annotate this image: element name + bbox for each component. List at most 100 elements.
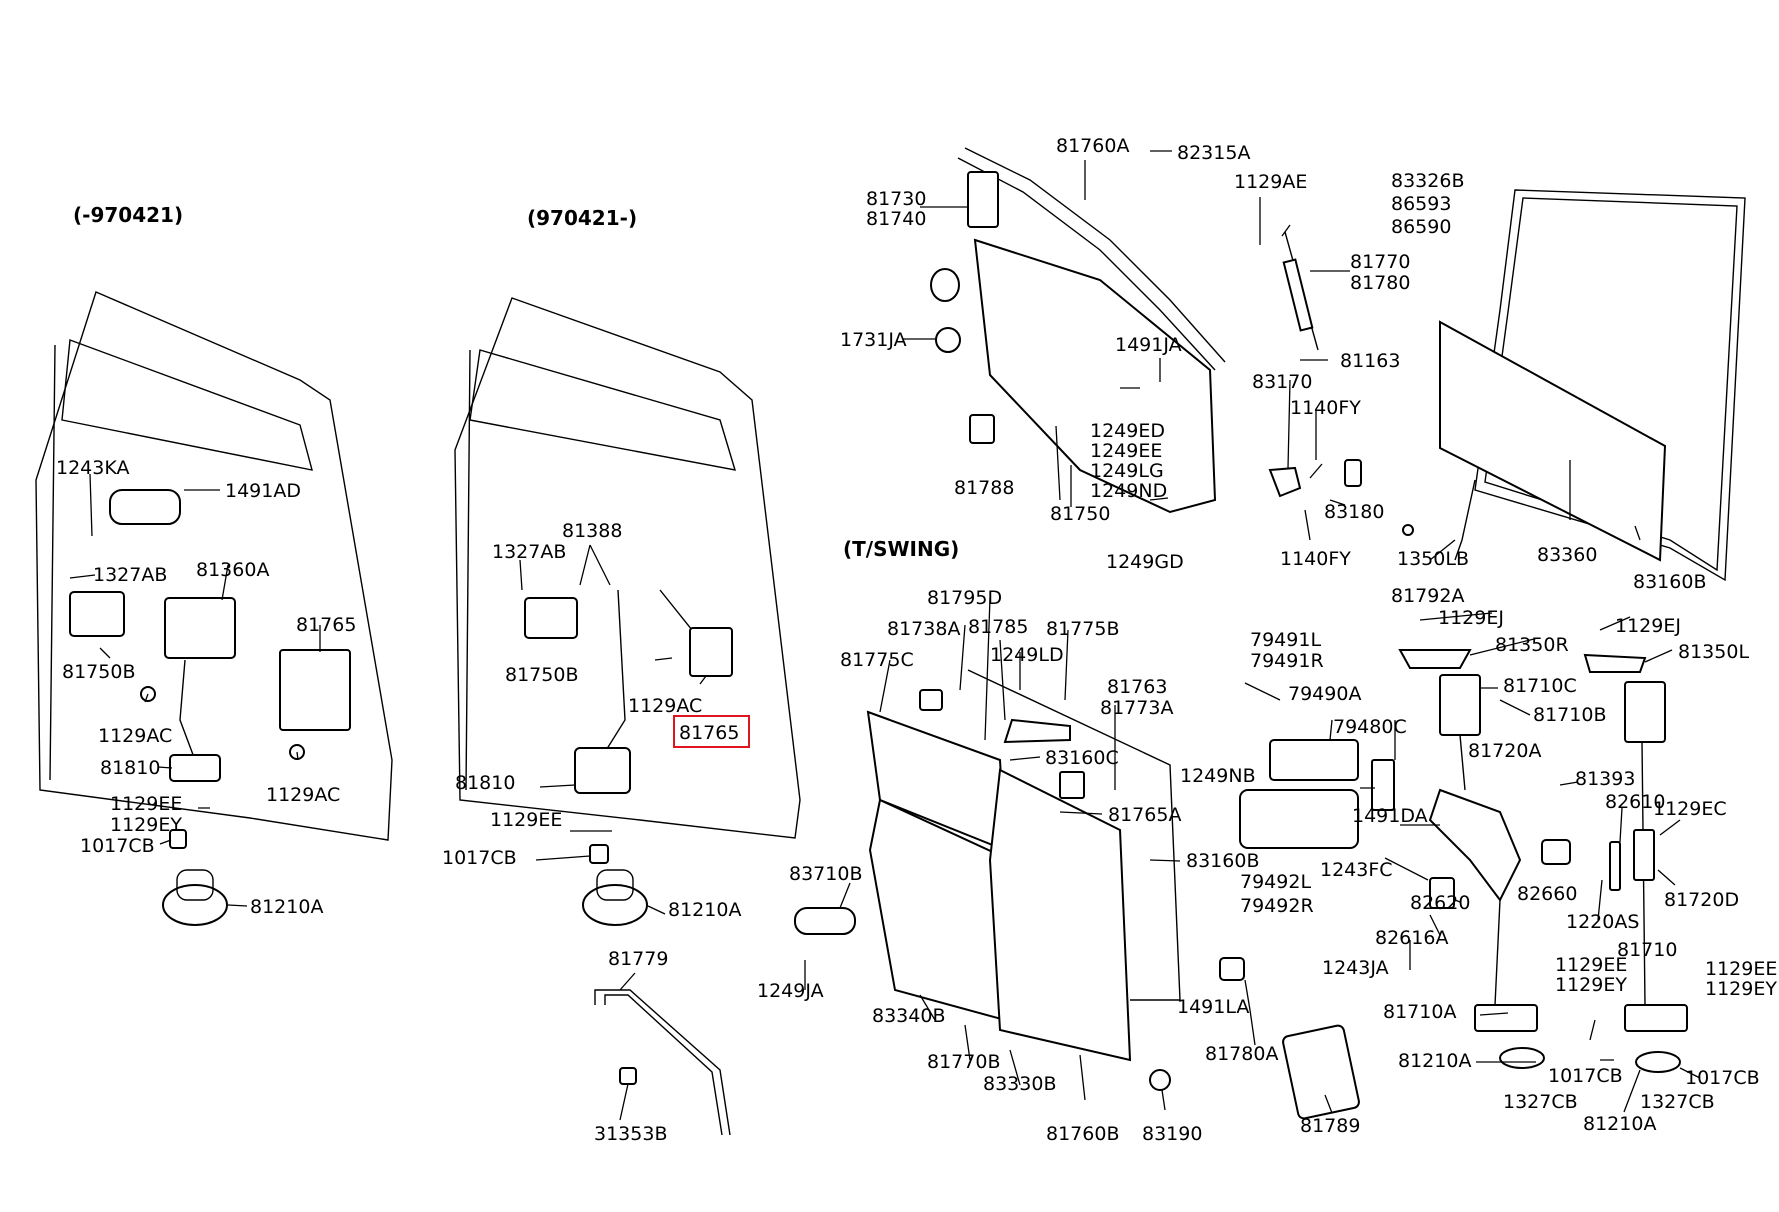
label: 1327CB xyxy=(1503,1091,1578,1113)
label: 81720A xyxy=(1468,740,1541,762)
label: 81763 xyxy=(1107,676,1167,698)
label: 81710B xyxy=(1533,704,1606,726)
label: 81775B xyxy=(1046,618,1119,640)
label: 1327AB xyxy=(492,541,566,563)
part-31353B xyxy=(619,1067,637,1085)
label: 82620 xyxy=(1410,892,1470,914)
part-81730-strip xyxy=(967,171,999,228)
label: 1129EY xyxy=(1555,974,1627,996)
part-81775B-hinge xyxy=(1003,718,1071,744)
label: 81360A xyxy=(196,559,269,581)
label: 1249ED xyxy=(1090,420,1165,442)
leader-right xyxy=(804,150,1701,1114)
part-81779 xyxy=(594,989,731,1136)
label: 83340B xyxy=(872,1005,945,1027)
label: 81210A xyxy=(1583,1113,1656,1135)
label: 83170 xyxy=(1252,371,1312,393)
highlighted-label-81765: 81765 xyxy=(679,722,739,744)
section-middle-header: (970421-) xyxy=(527,206,637,230)
part-81792A-hose xyxy=(1454,479,1476,561)
part-83180 xyxy=(1344,459,1362,487)
label: 1129AC xyxy=(628,695,702,717)
label: 1129EC xyxy=(1653,798,1727,820)
part-83190 xyxy=(1149,1069,1171,1091)
label: 1129EY xyxy=(110,814,182,836)
label: 86593 xyxy=(1391,193,1451,215)
part-79490A xyxy=(1269,739,1359,781)
left-door-inner-line xyxy=(49,344,56,781)
label: 81750B xyxy=(505,664,578,686)
label: 83710B xyxy=(789,863,862,885)
part-1017CB xyxy=(169,829,187,849)
part-1731JA xyxy=(935,327,961,353)
part-79480C xyxy=(1371,759,1395,811)
label: 81760B xyxy=(1046,1123,1119,1145)
label: 1129EE xyxy=(490,809,562,831)
middle-door-glass xyxy=(469,349,737,471)
label: 79492R xyxy=(1240,895,1314,917)
label: 81789 xyxy=(1300,1115,1360,1137)
part-82620 xyxy=(1429,877,1455,909)
part-81720D xyxy=(1633,829,1655,881)
label: 82660 xyxy=(1517,883,1577,905)
label: 82616A xyxy=(1375,927,1448,949)
label: 81765A xyxy=(1108,804,1181,826)
label: 1327CB xyxy=(1640,1091,1715,1113)
label: 81210A xyxy=(250,896,323,918)
part-83160B-seal xyxy=(1474,189,1746,582)
section-left: (-970421) 1243KA 1491AD 1327AB 81360A 81… xyxy=(35,203,393,926)
label: 1243KA xyxy=(56,457,129,479)
part-81765-lock xyxy=(279,649,351,731)
label: 1491LA xyxy=(1177,996,1249,1018)
label: 1129EE xyxy=(110,793,182,815)
label: 1129EE xyxy=(1705,958,1777,980)
section-left-header: (-970421) xyxy=(73,203,183,227)
label: 1491AD xyxy=(225,480,301,502)
label: 82315A xyxy=(1177,142,1250,164)
part-81810-mid xyxy=(574,747,631,794)
label: 81393 xyxy=(1575,768,1635,790)
label: 83330B xyxy=(983,1073,1056,1095)
part-82660 xyxy=(1541,839,1571,865)
label: 1129EJ xyxy=(1438,607,1504,629)
label: 81710A xyxy=(1383,1001,1456,1023)
label: 1017CB xyxy=(1548,1065,1623,1087)
section-right-header: (T/SWING) xyxy=(843,537,959,561)
label: 1350LB xyxy=(1397,548,1469,570)
label: 81350R xyxy=(1495,634,1569,656)
part-1350LB xyxy=(1402,524,1414,536)
label: 1129EY xyxy=(1705,978,1777,1000)
label: 1249NB xyxy=(1180,765,1256,787)
label: 81760A xyxy=(1056,135,1129,157)
part-81360A-latch xyxy=(164,597,236,659)
label: 81750 xyxy=(1050,503,1110,525)
part-81750B xyxy=(69,591,125,637)
label: 1140FY xyxy=(1280,548,1351,570)
label: 1129EE xyxy=(1555,954,1627,976)
part-81788 xyxy=(969,414,995,444)
part-81210A-r1 xyxy=(1499,1047,1545,1069)
label: 81350L xyxy=(1678,641,1749,663)
label: 81710C xyxy=(1503,675,1577,697)
label: 1017CB xyxy=(80,835,155,857)
label: 81785 xyxy=(968,616,1028,638)
part-81210A-loop xyxy=(176,869,214,901)
section-right: (T/SWING) xyxy=(757,135,1777,1145)
label: 1491JA xyxy=(1115,334,1182,356)
label: 79492L xyxy=(1240,871,1311,893)
part-81765-mid xyxy=(689,627,733,677)
part-81710C xyxy=(1439,674,1481,736)
label: 1731JA xyxy=(840,329,907,351)
label: 86590 xyxy=(1391,216,1451,238)
label: 81780A xyxy=(1205,1043,1278,1065)
part-1017CB-mid xyxy=(589,844,609,864)
label: 1140FY xyxy=(1290,397,1361,419)
part-81210A-mid-loop xyxy=(596,869,634,901)
label: 81730 xyxy=(866,188,926,210)
label: 83190 xyxy=(1142,1123,1202,1145)
section-middle: (970421-) 81388 1327AB 81750B 1129AC 817… xyxy=(442,206,801,1145)
highlight-box-81765 xyxy=(673,715,750,748)
part-1491LA xyxy=(1219,957,1245,981)
part-81210A-mid xyxy=(582,884,648,926)
label: 81765 xyxy=(296,614,356,636)
